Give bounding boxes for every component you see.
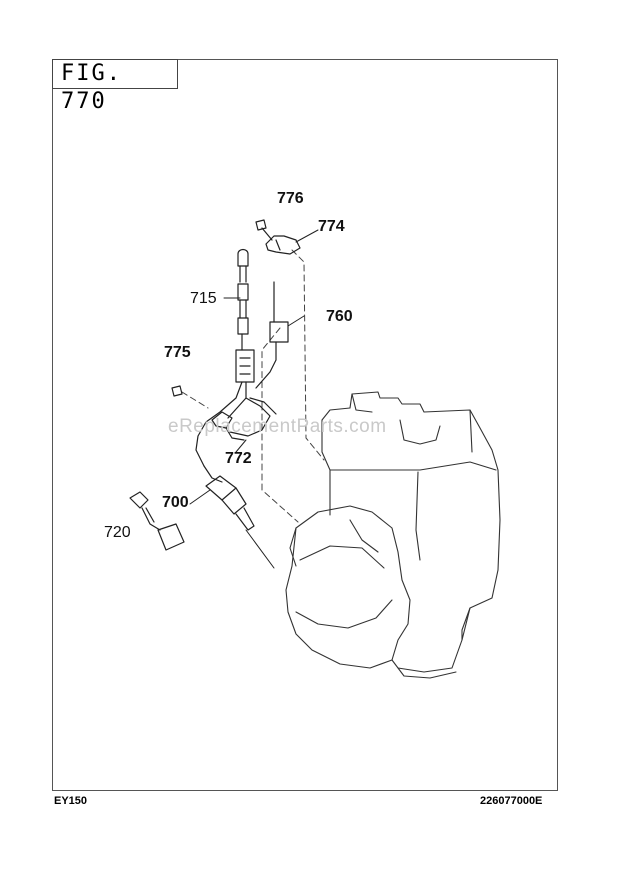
callout-leaders <box>189 229 319 505</box>
callout-776: 776 <box>277 190 304 207</box>
dashed-leaders <box>181 249 325 523</box>
callout-772: 772 <box>225 450 252 467</box>
callout-715: 715 <box>190 290 217 307</box>
callout-774: 774 <box>318 218 345 235</box>
callout-775: 775 <box>164 344 191 361</box>
figure-title: FIG. 770 <box>52 59 178 114</box>
bolt-775 <box>171 385 183 397</box>
engine-outline <box>285 391 501 679</box>
drawing-frame <box>52 59 558 791</box>
clamp-774 <box>265 235 301 255</box>
switch-760 <box>255 281 289 389</box>
drawing-code: 226077000E <box>480 795 543 807</box>
lead-720 <box>129 491 185 551</box>
wire-harness <box>195 349 277 467</box>
connector-715 <box>237 248 249 351</box>
watermark: eReplacementParts.com <box>168 416 387 437</box>
callout-760: 760 <box>326 308 353 325</box>
sensor-700 <box>203 465 275 569</box>
callout-720: 720 <box>104 524 131 541</box>
callout-700: 700 <box>162 494 189 511</box>
bolt-776 <box>255 219 273 241</box>
model-number: EY150 <box>54 795 88 807</box>
